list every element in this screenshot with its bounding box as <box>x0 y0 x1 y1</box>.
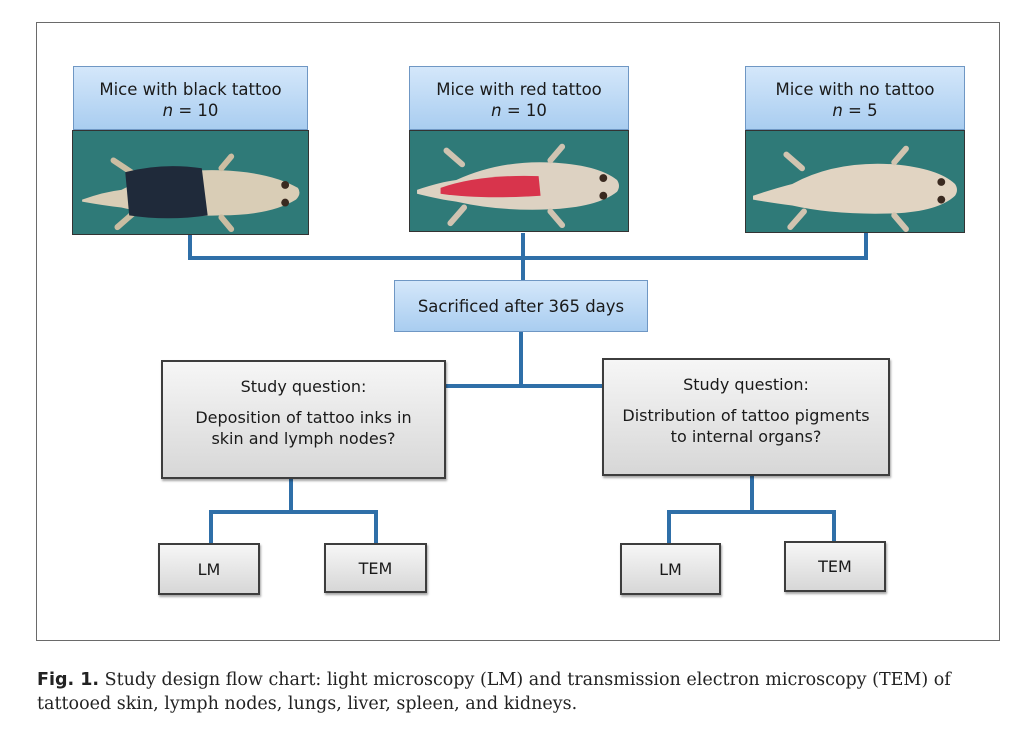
no-tattoo-mouse-photo <box>745 130 965 233</box>
study-question-heading: Study question: <box>683 375 809 394</box>
connector-q1-methods <box>209 510 378 546</box>
caption-text: Study design flow chart: light microscop… <box>37 670 951 714</box>
group-black-tattoo-box: Mice with black tattoo n = 10 <box>73 66 308 130</box>
study-question-line2: skin and lymph nodes? <box>211 429 396 448</box>
group-no-tattoo-box: Mice with no tattoo n = 5 <box>745 66 965 130</box>
method-tem-right-box: TEM <box>784 541 886 592</box>
method-label: LM <box>659 560 682 579</box>
study-question-line2: to internal organs? <box>670 427 822 446</box>
sacrifice-label: Sacrificed after 365 days <box>417 297 625 316</box>
study-question-heading: Study question: <box>240 377 367 396</box>
red-tattoo-mouse-image <box>411 131 627 231</box>
red-tattoo-mouse-photo <box>409 130 629 232</box>
group-title: Mice with red tattoo <box>436 80 602 99</box>
method-lm-right-box: LM <box>620 543 721 595</box>
method-tem-left-box: TEM <box>324 543 427 593</box>
method-label: TEM <box>358 559 393 578</box>
connector-group-left <box>188 233 525 260</box>
group-count: n = 10 <box>162 101 219 120</box>
connector-q2-methods <box>667 510 836 546</box>
no-tattoo-mouse-image <box>747 131 963 232</box>
black-tattoo-mouse-image <box>74 131 307 234</box>
figure-caption: Fig. 1. Study design flow chart: light m… <box>37 668 997 716</box>
study-question-line1: Distribution of tattoo pigments <box>622 406 870 425</box>
study-question-right-box: Study question: Distribution of tattoo p… <box>602 358 890 476</box>
method-label: LM <box>197 560 221 579</box>
group-title: Mice with no tattoo <box>775 80 935 99</box>
method-label: TEM <box>818 557 852 576</box>
study-question-line1: Deposition of tattoo inks in <box>195 408 412 427</box>
group-count: n = 10 <box>491 101 547 120</box>
group-red-tattoo-box: Mice with red tattoo n = 10 <box>409 66 629 130</box>
method-lm-left-box: LM <box>158 543 260 595</box>
figure-label: Fig. 1. <box>37 670 100 690</box>
black-tattoo-mouse-photo <box>72 130 309 235</box>
group-count: n = 5 <box>832 101 878 120</box>
connector-group-right <box>521 233 868 260</box>
study-question-left-box: Study question: Deposition of tattoo ink… <box>161 360 446 479</box>
group-title: Mice with black tattoo <box>99 80 282 99</box>
sacrifice-box: Sacrificed after 365 days <box>394 280 648 332</box>
